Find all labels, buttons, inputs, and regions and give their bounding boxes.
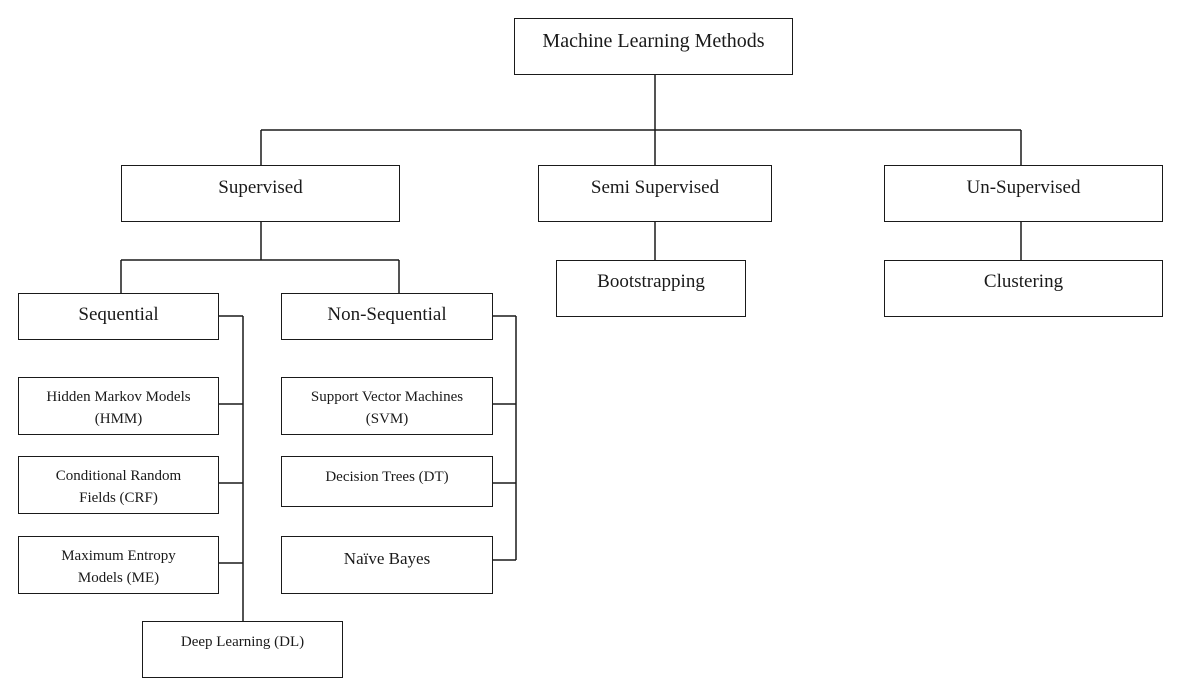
svm-node: Support Vector Machines (SVM) [281, 377, 493, 435]
sequential-node: Sequential [18, 293, 219, 340]
clustering-label: Clustering [983, 271, 1064, 292]
crf-node: Conditional Random Fields (CRF) [18, 456, 219, 514]
naive-bayes-label: Naïve Bayes [343, 549, 431, 568]
svm-label-line2: (SVM) [365, 411, 409, 427]
me-label-line2: Models (ME) [77, 570, 160, 586]
clustering-node: Clustering [884, 260, 1163, 317]
hmm-label-line2: (HMM) [94, 411, 143, 427]
supervised-node: Supervised [121, 165, 400, 222]
me-label-line1: Maximum Entropy [61, 548, 176, 564]
deep-learning-label: Deep Learning (DL) [180, 634, 305, 650]
non-sequential-label: Non-Sequential [327, 304, 447, 325]
semi-supervised-node: Semi Supervised [538, 165, 772, 222]
unsupervised-node: Un-Supervised [884, 165, 1163, 222]
bootstrapping-label: Bootstrapping [597, 271, 705, 292]
root-label: Machine Learning Methods [542, 30, 765, 52]
naive-bayes-node: Naïve Bayes [281, 536, 493, 594]
non-sequential-node: Non-Sequential [281, 293, 493, 340]
crf-label-line2: Fields (CRF) [79, 490, 158, 506]
bootstrapping-node: Bootstrapping [556, 260, 746, 317]
hmm-node: Hidden Markov Models (HMM) [18, 377, 219, 435]
deep-learning-node: Deep Learning (DL) [142, 621, 343, 678]
crf-label-line1: Conditional Random [55, 468, 182, 484]
hmm-label-line1: Hidden Markov Models [46, 389, 191, 405]
semi-supervised-label: Semi Supervised [590, 177, 720, 198]
supervised-label: Supervised [218, 177, 303, 198]
decision-trees-label: Decision Trees (DT) [325, 469, 449, 485]
root-node: Machine Learning Methods [514, 18, 793, 75]
sequential-label: Sequential [78, 304, 159, 325]
me-node: Maximum Entropy Models (ME) [18, 536, 219, 594]
unsupervised-label: Un-Supervised [966, 177, 1081, 198]
decision-trees-node: Decision Trees (DT) [281, 456, 493, 507]
svm-label-line1: Support Vector Machines [310, 389, 464, 405]
